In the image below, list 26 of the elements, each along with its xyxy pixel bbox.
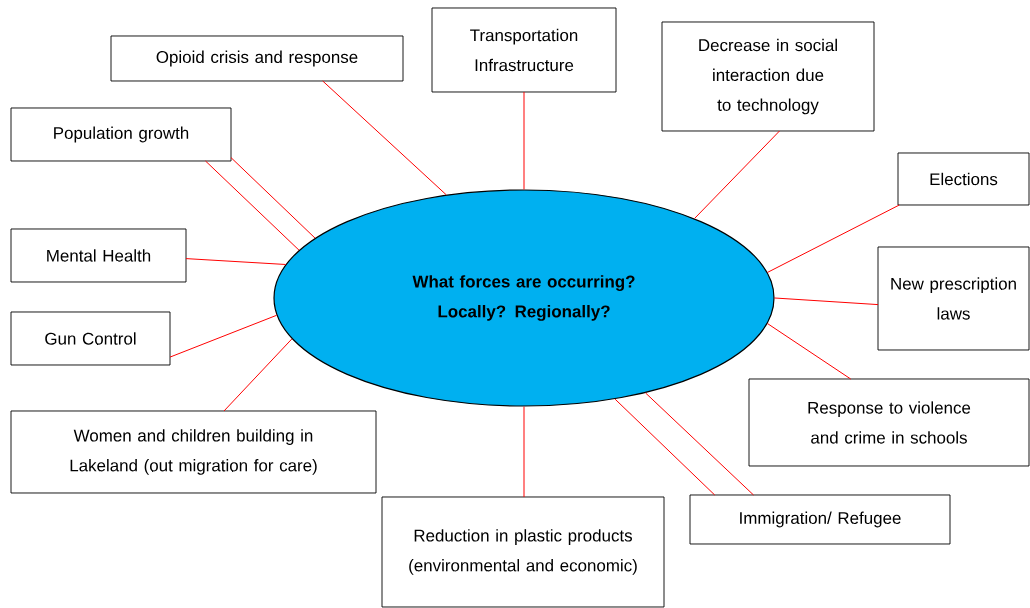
- connector-line: [223, 338, 293, 412]
- connector-line: [322, 80, 447, 196]
- topic-box: Reduction in plastic products (environmental and economic): [381, 496, 665, 608]
- topic-box: Immigration/ Refugee: [689, 494, 951, 545]
- topic-box: Population growth: [10, 107, 232, 162]
- topic-box: Mental Health: [10, 228, 187, 283]
- connector-line: [523, 406, 525, 498]
- connector-line: [185, 258, 287, 265]
- connector-line: [205, 160, 300, 251]
- topic-box: Transportation Infrastructure: [431, 7, 617, 93]
- topic-box: Women and children building in Lakeland (out migration for care): [10, 410, 377, 494]
- connector-line: [767, 204, 900, 273]
- connector-line: [645, 392, 754, 496]
- topic-box: Gun Control: [10, 311, 171, 366]
- topic-box: Opioid crisis and response: [110, 35, 404, 82]
- topic-box: Response to violence and crime in schools: [748, 378, 1030, 467]
- connector-line: [767, 323, 852, 380]
- topic-box: Elections: [897, 152, 1030, 206]
- topic-box: New prescription laws: [877, 246, 1030, 351]
- connector-line: [614, 398, 716, 496]
- connector-line: [230, 157, 316, 239]
- topic-box: Decrease in social interaction due to technology: [661, 21, 875, 132]
- connector-line: [523, 91, 525, 190]
- connector-line: [694, 130, 780, 219]
- connector-line: [169, 314, 278, 358]
- connector-line: [774, 297, 879, 306]
